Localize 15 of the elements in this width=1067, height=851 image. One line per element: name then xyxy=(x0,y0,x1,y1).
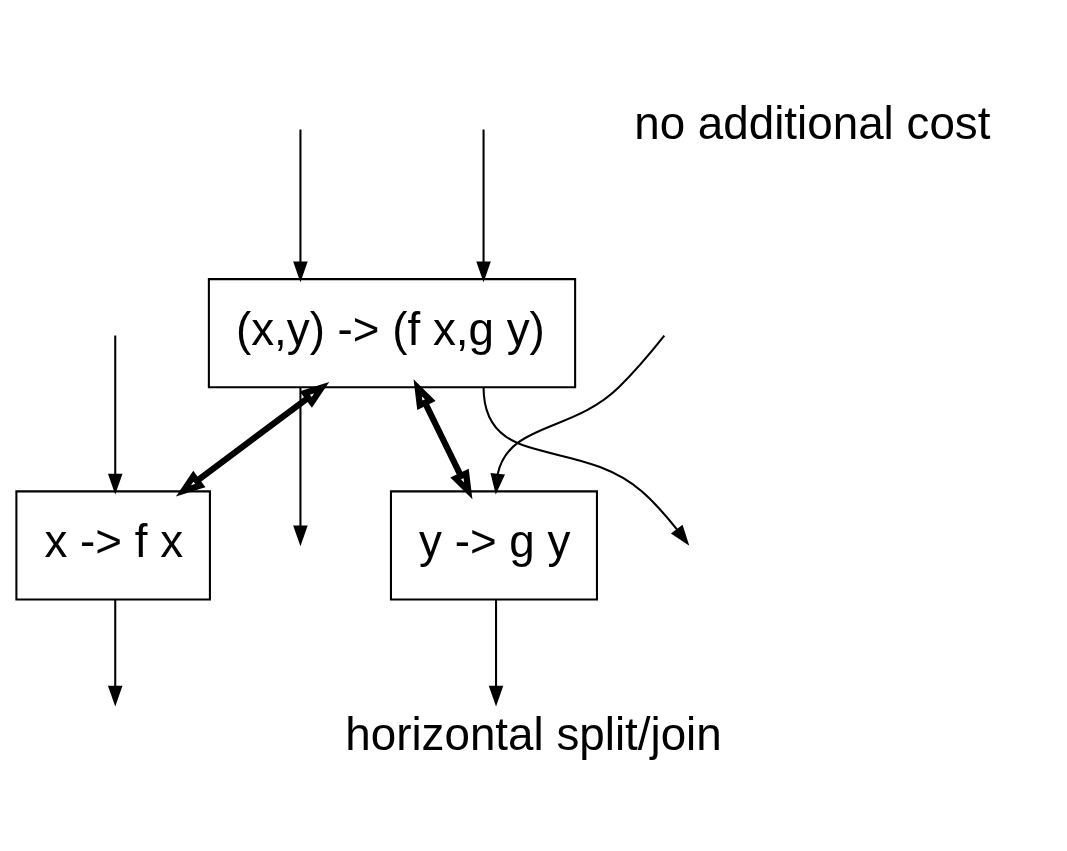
arrow xyxy=(482,387,690,546)
node-box: (x,y) -> (f x,g y) xyxy=(207,278,577,389)
arrow xyxy=(107,335,123,495)
arrow xyxy=(488,599,504,707)
arrow xyxy=(413,379,473,500)
label: no additional cost xyxy=(634,97,991,149)
node-box: x -> f x xyxy=(15,490,211,601)
arrow xyxy=(293,129,308,283)
arrow xyxy=(293,382,330,547)
arrow xyxy=(107,599,123,707)
caption: horizontal split/join xyxy=(345,709,722,761)
node-box: y -> g y xyxy=(389,490,598,601)
arrow xyxy=(476,129,491,283)
arrow xyxy=(175,382,330,497)
arrow xyxy=(490,334,666,495)
